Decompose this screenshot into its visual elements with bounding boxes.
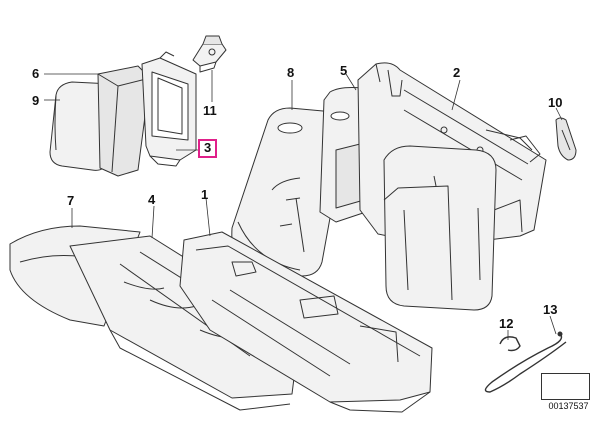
callout-2[interactable]: 2 xyxy=(453,65,461,80)
callout-10[interactable]: 10 xyxy=(548,95,563,110)
part-1-seat-base[interactable] xyxy=(179,231,433,413)
callout-4[interactable]: 4 xyxy=(148,192,156,207)
part-8-backrest-left[interactable] xyxy=(231,107,348,277)
part-10-lever[interactable] xyxy=(555,117,577,161)
part-backrest-right[interactable] xyxy=(383,145,497,311)
callout-8[interactable]: 8 xyxy=(287,65,295,80)
callout-11[interactable]: 11 xyxy=(203,103,217,118)
callout-13[interactable]: 13 xyxy=(543,302,558,317)
callout-9[interactable]: 9 xyxy=(32,93,40,108)
callout-6[interactable]: 6 xyxy=(32,66,40,81)
callout-1[interactable]: 1 xyxy=(201,187,209,202)
callout-5[interactable]: 5 xyxy=(340,63,348,78)
next-diagram-button[interactable] xyxy=(541,373,590,400)
part-11-clip[interactable] xyxy=(192,35,227,73)
part-4-seat-cushion[interactable] xyxy=(69,235,301,411)
part-6-cover[interactable] xyxy=(97,65,151,177)
part-12-hook[interactable] xyxy=(499,336,521,352)
callout-7[interactable]: 7 xyxy=(67,193,75,208)
callout-12[interactable]: 12 xyxy=(499,316,514,331)
part-3-frame[interactable] xyxy=(141,51,197,167)
leader-lines xyxy=(44,70,563,340)
document-number: 00137537 xyxy=(548,401,589,411)
callout-3[interactable]: 3 xyxy=(198,139,218,158)
part-13-cable[interactable] xyxy=(484,331,567,393)
